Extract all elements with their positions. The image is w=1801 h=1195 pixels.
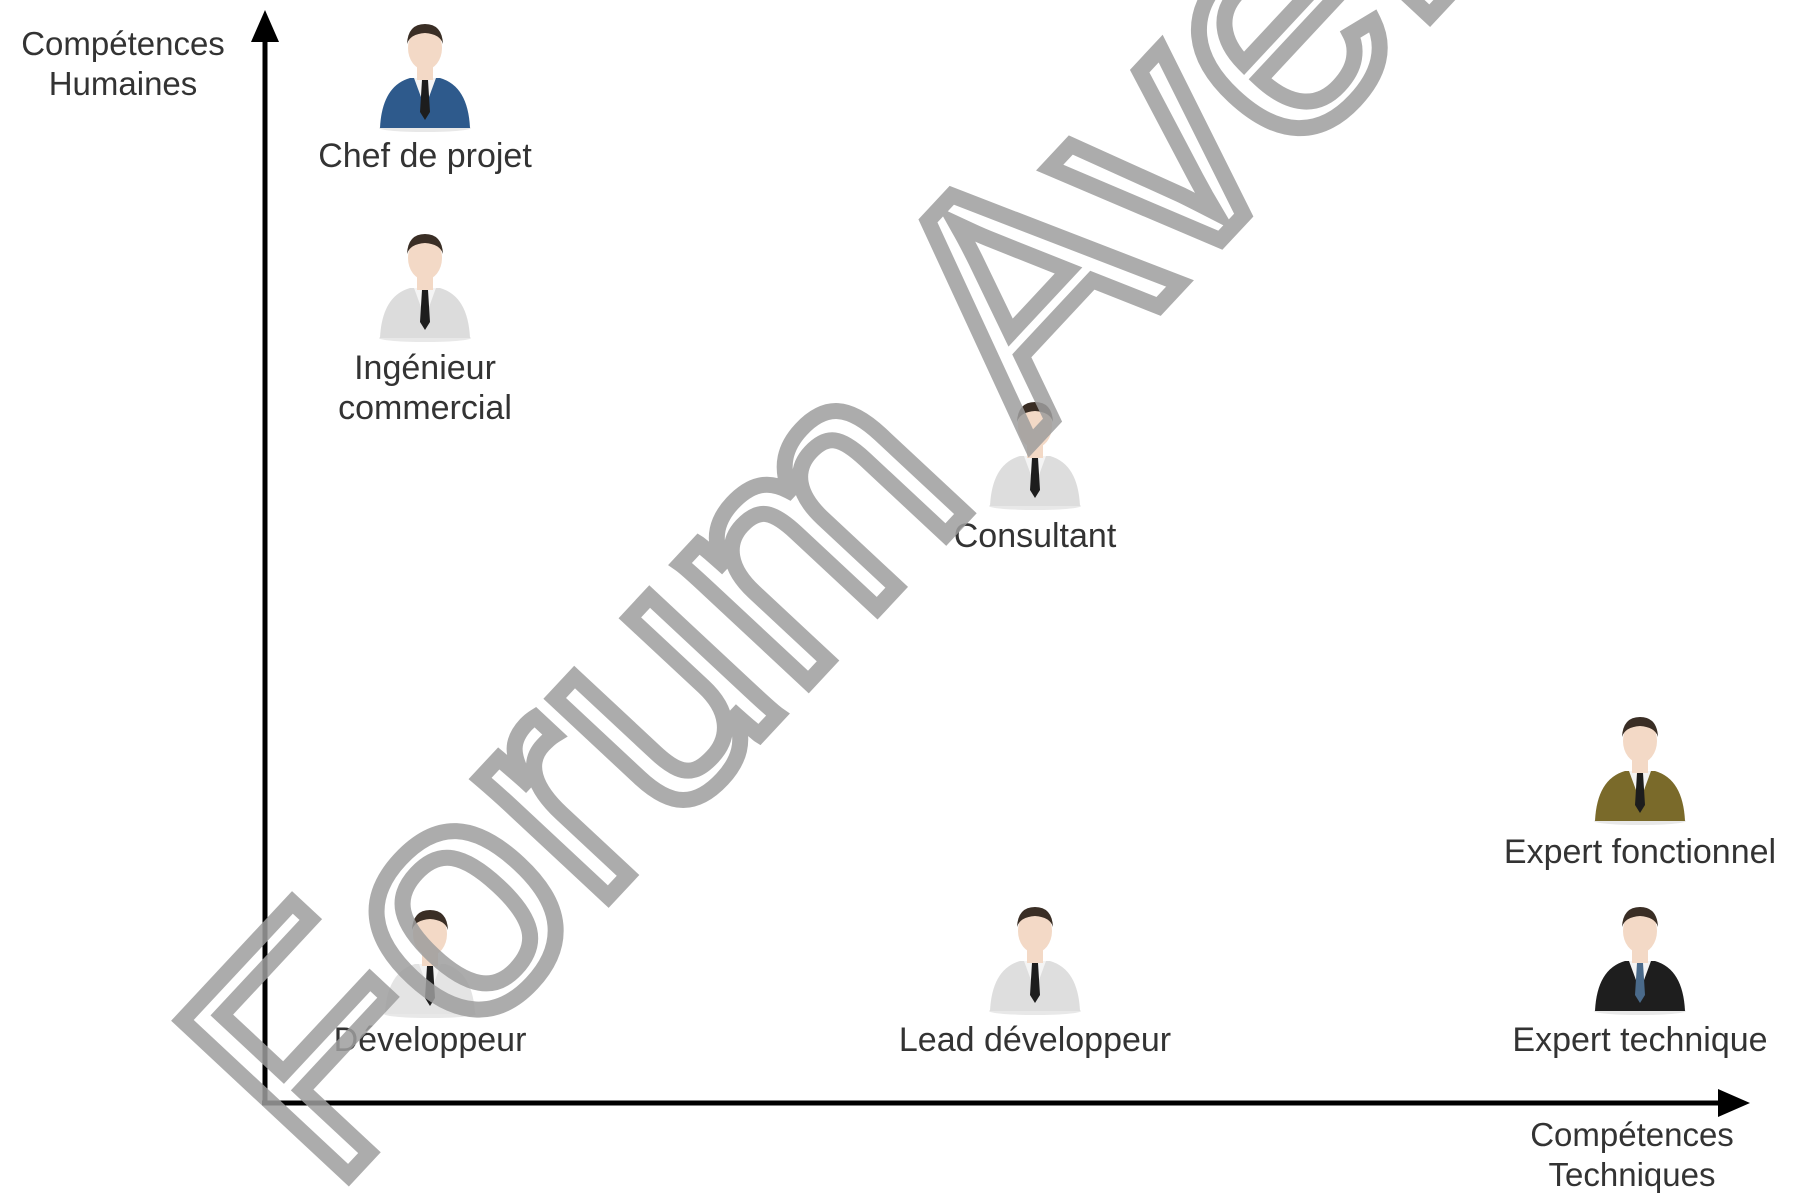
role-label-line: Expert technique	[1512, 1021, 1768, 1059]
y-axis-arrow	[251, 10, 279, 42]
y-axis-label-line2: Humaines	[48, 65, 198, 102]
role-label-line: Chef de projet	[318, 137, 532, 175]
person-icon	[1594, 717, 1686, 825]
role-label-line: Développeur	[333, 1021, 527, 1059]
role-label: Expert fonctionnel	[1504, 832, 1776, 872]
role-label-line: Lead développeur	[898, 1021, 1172, 1059]
person-icon	[379, 24, 471, 132]
person-icon	[384, 910, 476, 1018]
role-label: Lead développeur	[899, 1020, 1171, 1060]
person-icon	[989, 402, 1081, 510]
person-icon	[379, 234, 471, 342]
person-icon	[989, 907, 1081, 1015]
role-label-line: Ingénieur	[354, 349, 496, 387]
x-axis-label-line1: Compétences	[1530, 1116, 1734, 1153]
x-axis-label-line2: Techniques	[1548, 1156, 1716, 1193]
role-label: Consultant	[954, 516, 1117, 556]
person-icon	[1594, 907, 1686, 1015]
role-label: Développeur	[334, 1020, 527, 1060]
role-label: Expert technique	[1512, 1020, 1767, 1060]
role-label-line: commercial	[338, 389, 512, 427]
role-label: Chef de projet	[318, 136, 532, 176]
role-label-line: Expert fonctionnel	[1503, 833, 1777, 871]
x-axis-arrow	[1718, 1089, 1750, 1117]
x-axis-label: Compétences Techniques	[1530, 1115, 1734, 1195]
y-axis-label: Compétences Humaines	[21, 24, 225, 104]
role-label-line: Consultant	[953, 517, 1117, 555]
y-axis-label-line1: Compétences	[21, 25, 225, 62]
